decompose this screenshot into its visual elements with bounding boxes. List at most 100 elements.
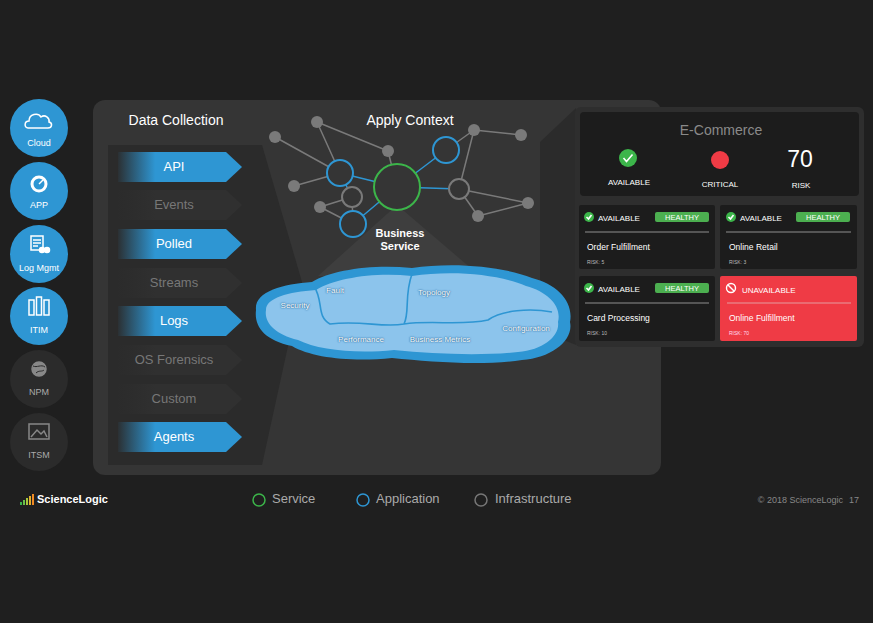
network-circles: [449, 179, 469, 199]
sidebar-circles: [10, 99, 68, 157]
panel-box: Business Service: [360, 162, 440, 256]
network-circles: [342, 187, 362, 207]
sidebar-icons: [29, 424, 49, 439]
sidebar-circles: [10, 225, 68, 283]
source-circle: APP: [10, 162, 68, 220]
node-text: RISK: 3: [729, 259, 746, 265]
chevron-fill: [118, 190, 242, 220]
node-text: NPM: [29, 387, 49, 398]
chevron-fill: [118, 229, 242, 259]
chevron-fill: [118, 152, 242, 182]
network-dots: [522, 197, 534, 209]
node-text: 70: [787, 146, 813, 174]
node-text: Online Fulfillment: [729, 313, 795, 323]
node-text: Fault: [326, 286, 344, 296]
network-dots: [314, 201, 326, 213]
sidebar-icons: [32, 177, 46, 191]
network-lines: [340, 150, 459, 224]
logo-text: ScienceLogic: [37, 493, 108, 506]
collection-chevron: Events: [118, 190, 242, 220]
node-text: Logs: [160, 313, 188, 329]
logo-bars: [32, 494, 34, 505]
node-text: Topology: [418, 288, 450, 298]
panel-box: HEALTHY: [796, 212, 850, 222]
node-text: HEALTHY: [806, 213, 840, 222]
node-text: AVAILABLE: [608, 178, 650, 188]
tile-dividers: [585, 232, 851, 303]
collection-chevron: Custom: [118, 384, 242, 414]
logo-bars: [29, 496, 31, 505]
node-text: Events: [154, 197, 194, 213]
node-text: Agents: [154, 429, 194, 445]
source-circle: NPM: [10, 350, 68, 408]
sidebar-icons: [31, 430, 47, 437]
chevron-fill: [118, 384, 242, 414]
network-dots: [269, 116, 534, 222]
node-text: Online Retail: [729, 242, 778, 252]
node-text: ITSM: [28, 450, 50, 461]
node-text: Security: [281, 301, 310, 311]
collection-chevron: Polled: [118, 229, 242, 259]
sidebar-icons: [25, 114, 51, 128]
node-text: AVAILABLE: [598, 214, 640, 224]
sidebar-circles: [10, 162, 68, 220]
sidebar-icons: [32, 362, 46, 376]
collection-chevron: Logs: [118, 306, 242, 336]
chevron-fill: [118, 422, 242, 452]
node-text: UNAVAILABLE: [742, 286, 796, 296]
panel-box: UNAVAILABLE Online FulfillmentRISK: 70: [720, 276, 857, 341]
panel-box: HEALTHY: [655, 212, 709, 222]
node-text: Log Mgmt: [19, 263, 59, 274]
sidebar-icons: [29, 300, 34, 315]
check-marks: [587, 215, 592, 219]
sidebar-circles: [10, 99, 68, 471]
status-check: [726, 212, 736, 222]
node-text: RISK: 70: [729, 330, 749, 336]
logo-bars: [20, 494, 34, 505]
sidebar-circles: [10, 287, 68, 345]
check-marks: [729, 215, 734, 219]
status-check: [584, 149, 736, 293]
source-circle: ITSM: [10, 413, 68, 471]
network-dots: [472, 210, 484, 222]
node-text: Order Fulfillment: [587, 242, 650, 252]
network-circles: [327, 160, 353, 186]
chevron-fill: [118, 306, 242, 336]
chevron-fill: [118, 268, 242, 298]
sidebar-icons: [39, 180, 43, 184]
node-text: Apply Context: [366, 112, 453, 129]
dashboard-frame: [575, 107, 864, 347]
check-marks: [587, 286, 592, 290]
network-dots: [468, 124, 480, 136]
sidebar-circles: [10, 413, 68, 471]
node-text: Card Processing: [587, 313, 650, 323]
node-text: OS Forensics: [135, 352, 214, 368]
node-text: CRITICAL: [702, 180, 738, 190]
unavailable-icon: [728, 285, 734, 291]
context-cloud: SecurityFaultTopologyPerformanceBusiness…: [252, 262, 574, 364]
sidebar-icons: [33, 366, 45, 373]
logo-bars: [26, 498, 28, 505]
legend-swatches: [475, 494, 487, 506]
node-text: API: [164, 159, 185, 175]
node-text: Polled: [156, 236, 192, 252]
source-circle: Log Mgmt: [10, 225, 68, 283]
check-marks: [587, 155, 734, 291]
network-circles: [433, 137, 459, 163]
network-lines: [275, 122, 528, 224]
legend-text: Application: [376, 491, 440, 507]
cloud-shape: [252, 262, 574, 364]
network-circles: [327, 137, 469, 237]
tile-dividers: [585, 232, 851, 303]
collection-chevron: Agents: [118, 422, 242, 452]
source-circle: ITIM: [10, 287, 68, 345]
node-text: E-Commerce: [680, 122, 762, 139]
network-dots: [382, 145, 394, 157]
sidebar-icons: [37, 297, 42, 315]
node-text: ITIM: [30, 325, 48, 336]
chevron-fill: [118, 345, 242, 375]
legend-swatches: [253, 494, 265, 506]
node-text: AVAILABLE: [598, 285, 640, 295]
network-circles: [340, 211, 366, 237]
sidebar-circles: [10, 350, 68, 408]
